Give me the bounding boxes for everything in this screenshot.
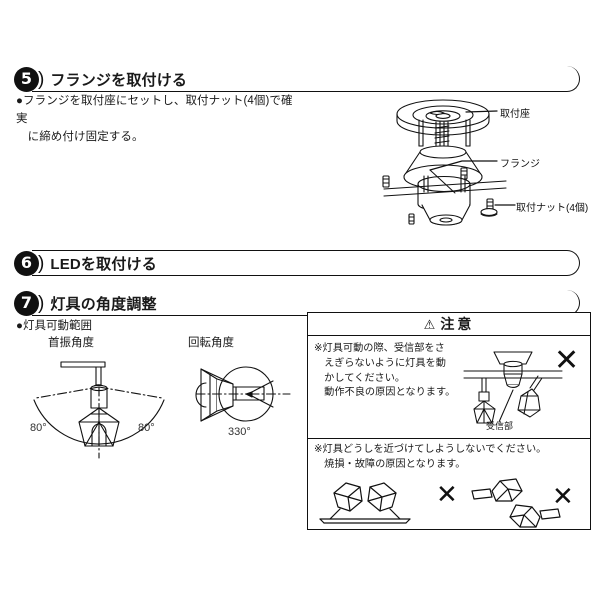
step-5-body: ●フランジを取付座にセットし、取付ナット(4個)で確実 に締め付け固定する。 <box>16 93 301 146</box>
caution-heading-row: ⚠ 注意 <box>308 313 590 336</box>
section-header-step-7: 7 ) 灯具の角度調整 <box>14 290 580 316</box>
section-header-step-5: 5 ) フランジを取付ける <box>14 66 580 92</box>
caution-item-1: ※灯具可動の際、受信部をさ えぎらないように灯具を動 かしてください。 動作不良… <box>308 336 590 439</box>
caution-2-x-mark-left: ✕ <box>436 479 458 509</box>
caution-1-receiver-label: 受信部 <box>486 421 514 431</box>
caution-2-x-mark-right: ✕ <box>552 481 574 511</box>
step-5-body-line-1: ●フランジを取付座にセットし、取付ナット(4個)で確実 <box>16 95 293 125</box>
caution-2-illustration-right <box>471 478 561 528</box>
label-flange: フランジ <box>500 159 540 170</box>
step-title-7: 灯具の角度調整 <box>50 292 163 314</box>
step-number-7: 7 <box>14 290 39 316</box>
caution-2-illustration-left <box>319 482 411 524</box>
caution-1-line-3: かしてください。 <box>314 372 406 384</box>
section-header-pill-5 <box>32 66 580 92</box>
caution-1-illustration <box>463 351 563 424</box>
caution-item-1-text: ※灯具可動の際、受信部をさ えぎらないように灯具を動 かしてください。 動作不良… <box>314 342 466 401</box>
caution-1-line-4: 動作不良の原因となります。 <box>314 387 456 399</box>
swing-angle-right-value: 80° <box>138 422 155 434</box>
caution-1-x-mark: ✕ <box>554 344 580 377</box>
step-7-subhead: ●灯具可動範囲 <box>16 320 92 332</box>
label-mounting-nuts: 取付ナット(4個) <box>516 203 589 214</box>
step-paren-6: ) <box>38 252 45 274</box>
caution-1-line-2: えぎらないように灯具を動 <box>314 357 446 369</box>
rotation-angle-value: 330° <box>228 426 251 438</box>
caution-item-2: ※灯具どうしを近づけてしようしないでください。 焼損・故障の原因となります。 <box>308 439 590 529</box>
caution-heading-text: 注意 <box>440 316 475 332</box>
label-mounting-base: 取付座 <box>500 109 530 120</box>
swing-angle-left-value: 80° <box>30 422 47 434</box>
swing-angle-title: 首振角度 <box>48 337 94 349</box>
caution-2-line-1: ※灯具どうしを近づけてしようしないでください。 <box>314 444 547 455</box>
step-title-6: LEDを取付ける <box>50 252 163 274</box>
step-number-5: 5 <box>14 66 39 92</box>
step-paren-5: ) <box>38 68 45 90</box>
step-paren-7: ) <box>38 292 45 314</box>
section-header-step-6: 6 ) LEDを取付ける <box>14 250 580 276</box>
caution-2-line-2: 焼損・故障の原因となります。 <box>314 458 466 470</box>
step-number-6: 6 <box>14 250 39 276</box>
warning-triangle-icon: ⚠ <box>423 316 436 332</box>
caution-item-2-text: ※灯具どうしを近づけてしようしないでください。 焼損・故障の原因となります。 <box>314 443 586 473</box>
step-5-body-line-2: に締め付け固定する。 <box>16 130 144 143</box>
caution-box: ⚠ 注意 ※灯具可動の際、受信部をさ えぎらないように灯具を動 かしてください。… <box>307 312 591 530</box>
rotation-angle-title: 回転角度 <box>188 337 234 349</box>
caution-1-line-1: ※灯具可動の際、受信部をさ <box>314 343 445 354</box>
section-header-pill-7 <box>32 290 580 316</box>
step-title-5: フランジを取付ける <box>50 68 194 90</box>
section-header-pill-6 <box>32 250 580 276</box>
